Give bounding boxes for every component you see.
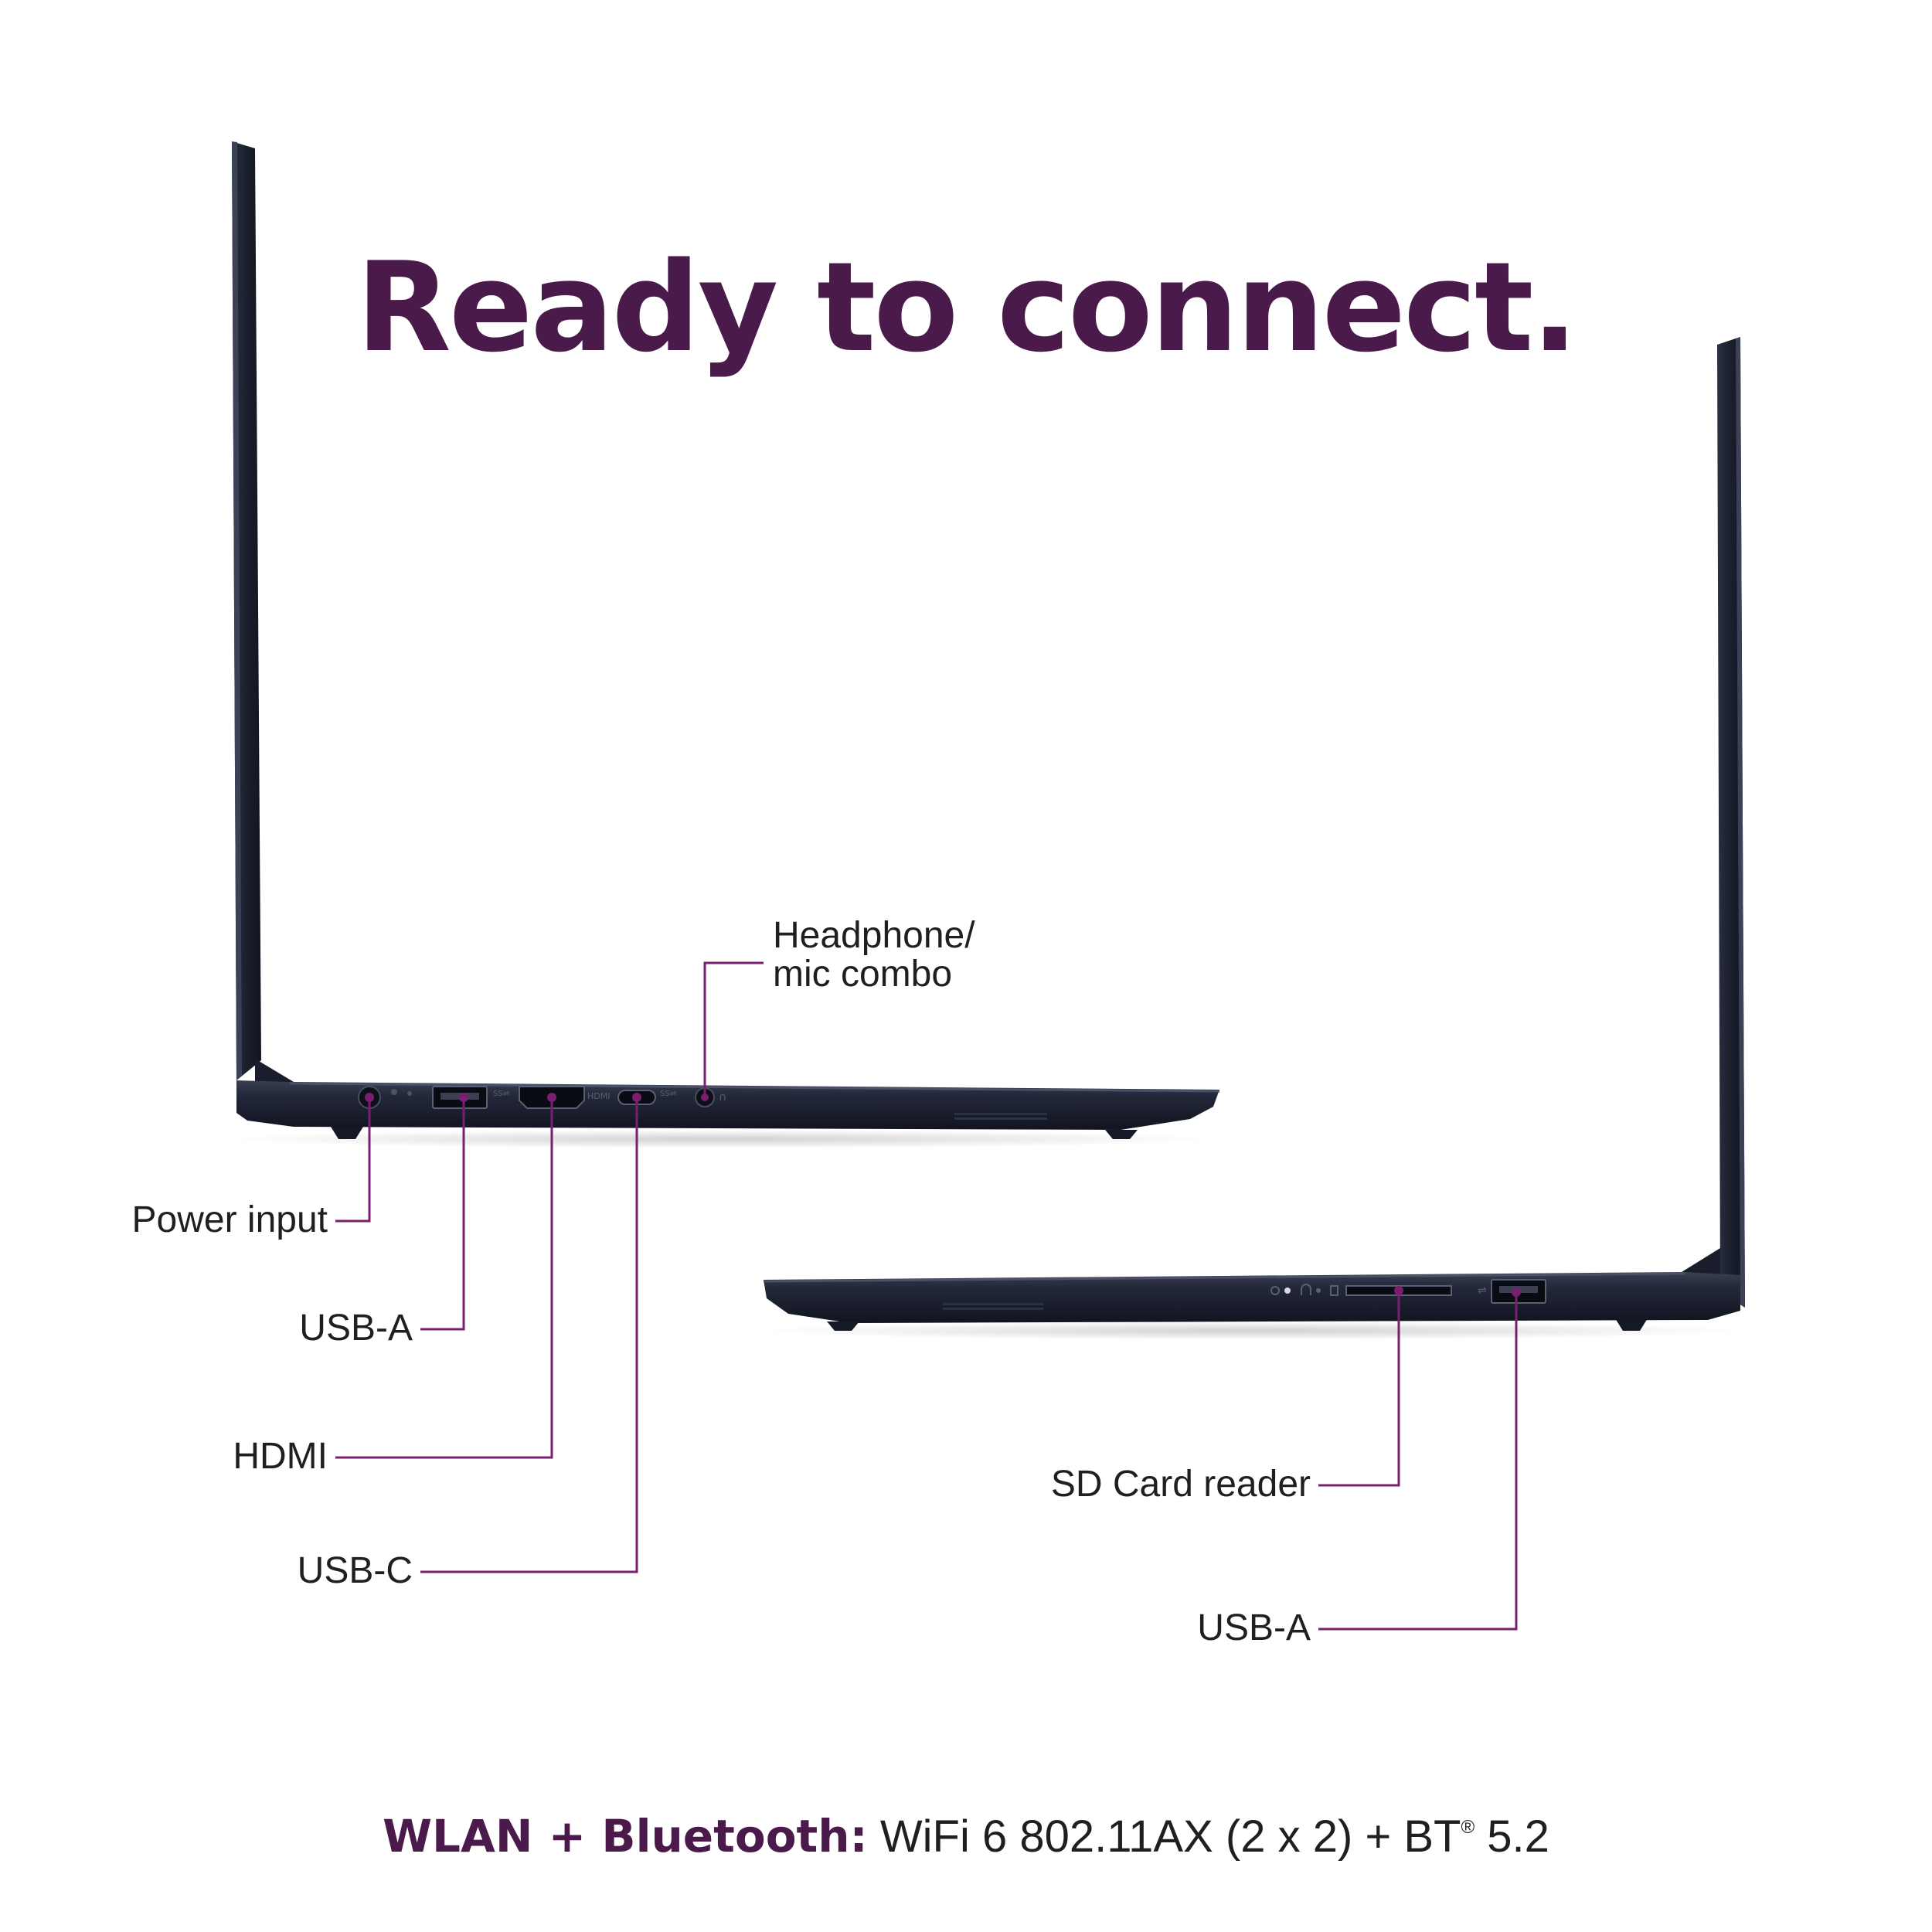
callout-label-headphone-line2: mic combo (773, 954, 953, 995)
callout-label-headphone-mic: Headphone/ mic combo (773, 917, 1082, 994)
connectivity-footer: WLAN + Bluetooth: WiFi 6 802.11AX (2 x 2… (0, 1801, 1932, 1864)
callout-line-usb-a-right (1318, 1292, 1518, 1631)
status-indicators (1270, 1284, 1338, 1296)
left-laptop-vent (954, 1113, 1047, 1120)
callout-line-usb-a-left (420, 1097, 465, 1331)
usb-ss-icon: SS⇌ (493, 1090, 509, 1098)
footer-spec: WiFi 6 802.11AX (2 x 2) + BT® 5.2 (880, 1811, 1549, 1862)
usb-icon: ⇌ (1478, 1284, 1487, 1297)
callout-line-power-input (335, 1097, 371, 1223)
headset-icon: ∩ (719, 1091, 726, 1104)
right-laptop-vent (943, 1303, 1043, 1310)
callout-label-usb-a-left: USB-A (299, 1308, 413, 1349)
right-laptop-foot (1615, 1318, 1648, 1331)
callout-lines (335, 961, 1518, 1631)
hdmi-icon: HDMI (587, 1091, 610, 1101)
callout-label-headphone-line1: Headphone/ (773, 915, 975, 956)
headline: Ready to connect. (355, 235, 1579, 379)
callout-label-power-input: Power input (131, 1199, 328, 1240)
power-indicator-icon (391, 1089, 412, 1096)
right-laptop-shadow (757, 1321, 1747, 1340)
left-laptop-foot (1105, 1130, 1138, 1139)
callout-line-usb-c (420, 1097, 638, 1573)
callout-line-headphone (703, 961, 764, 1097)
footer-spec-prefix: WiFi 6 802.11AX (2 x 2) + BT (879, 1811, 1461, 1862)
registered-mark: ® (1461, 1817, 1475, 1838)
right-laptop: ⇌ (757, 337, 1747, 1340)
left-laptop-foot (331, 1127, 363, 1139)
callout-label-sd-card-reader: SD Card reader (1050, 1464, 1311, 1505)
right-laptop-foot (827, 1321, 859, 1331)
footer-label: WLAN + Bluetooth: (383, 1810, 868, 1862)
callout-label-usb-a-right: USB-A (1197, 1607, 1311, 1648)
usb-c-ss-icon: SS⇌ (660, 1090, 676, 1098)
left-laptop: SS⇌ HDMI SS⇌ ∩ (224, 141, 1220, 1148)
callout-label-hdmi: HDMI (233, 1436, 328, 1477)
callout-line-hdmi (335, 1097, 553, 1459)
callout-line-sd-card (1318, 1291, 1400, 1487)
footer-spec-suffix: 5.2 (1487, 1811, 1549, 1862)
callout-label-usb-c: USB-C (297, 1550, 413, 1591)
left-laptop-shadow (224, 1130, 1213, 1148)
